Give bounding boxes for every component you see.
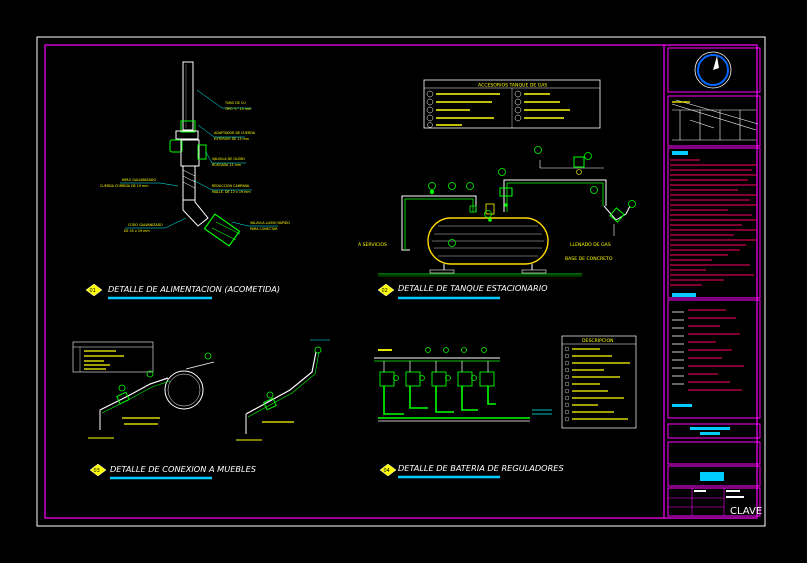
detail-04-description-table: DESCRIPCION xyxy=(561,335,637,429)
tank-right-label: LLENADO DE GAS xyxy=(570,242,611,248)
svg-text:MALLE. DE 13 x 19 mm: MALLE. DE 13 x 19 mm xyxy=(212,190,251,194)
detail-03-title: 03 DETALLE DE CONEXION A MUEBLES xyxy=(89,463,256,480)
svg-text:VALVULA LLENO RAPIDO: VALVULA LLENO RAPIDO xyxy=(250,221,290,225)
detail-04-title: 04 DETALLE DE BATERIA DE REGULADORES xyxy=(379,463,564,479)
detail-01-number: 01 xyxy=(90,288,96,294)
regulator-table-title: DESCRIPCION xyxy=(582,338,614,344)
svg-text:ADAPTADOR DE CUERDA: ADAPTADOR DE CUERDA xyxy=(214,131,256,135)
svg-text:TIPO "L" 13 mm: TIPO "L" 13 mm xyxy=(224,107,251,111)
svg-text:PARA CONECTAR: PARA CONECTAR xyxy=(250,227,278,231)
detail-03-number: 03 xyxy=(94,468,100,474)
title-block: CLAVE xyxy=(667,47,762,517)
detail-04-number: 04 xyxy=(384,468,390,474)
inner-frame xyxy=(44,44,758,519)
svg-text:EXTERIOR DE 13 mm: EXTERIOR DE 13 mm xyxy=(214,137,249,141)
general-notes xyxy=(670,159,756,286)
detail-03-title-text: DETALLE DE CONEXION A MUEBLES xyxy=(110,464,256,474)
detail-01-title-text: DETALLE DE ALIMENTACION (ACOMETIDA) xyxy=(108,284,280,294)
outer-frame xyxy=(36,36,766,527)
detail-03-legend xyxy=(72,341,154,373)
north-arrow-icon xyxy=(694,51,732,89)
svg-text:TUBO DE CU: TUBO DE CU xyxy=(224,101,246,105)
detail-04-title-text: DETALLE DE BATERIA DE REGULADORES xyxy=(398,463,564,473)
svg-text:CUERDA CORRIDA DE 19 mm: CUERDA CORRIDA DE 19 mm xyxy=(100,184,148,188)
svg-text:DE 45 x 19 mm: DE 45 x 19 mm xyxy=(124,229,150,233)
detail-03-flex-connection xyxy=(88,339,330,441)
svg-text:ROSCADA 13 mm: ROSCADA 13 mm xyxy=(212,163,241,167)
detail-02-title: 02 DETALLE DE TANQUE ESTACIONARIO xyxy=(377,283,548,300)
svg-text:NIPLE GALVANIZADO: NIPLE GALVANIZADO xyxy=(122,178,156,182)
symbols-legend xyxy=(672,309,744,391)
detail-02-accessories-table: ACCESORIOS TANQUE DE GAS xyxy=(423,79,601,129)
svg-text:VALVULA DE GLOBO: VALVULA DE GLOBO xyxy=(212,157,245,161)
detail-02-number: 02 xyxy=(382,288,388,294)
svg-text:CODO GALVANIZADO: CODO GALVANIZADO xyxy=(128,223,163,227)
tank-left-label: A SERVICIOS xyxy=(358,242,387,248)
tank-base-label: BASE DE CONCRETO xyxy=(565,256,613,262)
sheet-key-label: CLAVE xyxy=(730,506,762,517)
detail-04-regulator-battery xyxy=(374,347,552,422)
detail-01-feed-pipe: TUBO DE CU TIPO "L" 13 mm ADAPTADOR DE C… xyxy=(100,61,290,247)
detail-02-tank: A SERVICIOS LLENADO DE GAS BASE DE CONCR… xyxy=(358,146,636,277)
detail-02-title-text: DETALLE DE TANQUE ESTACIONARIO xyxy=(398,283,548,293)
svg-text:REDUCCION CAMPANA: REDUCCION CAMPANA xyxy=(212,184,250,188)
key-plan-icon xyxy=(671,99,759,141)
detail-01-title: 01 DETALLE DE ALIMENTACION (ACOMETIDA) xyxy=(85,283,280,300)
tank-table-title: ACCESORIOS TANQUE DE GAS xyxy=(478,83,547,89)
